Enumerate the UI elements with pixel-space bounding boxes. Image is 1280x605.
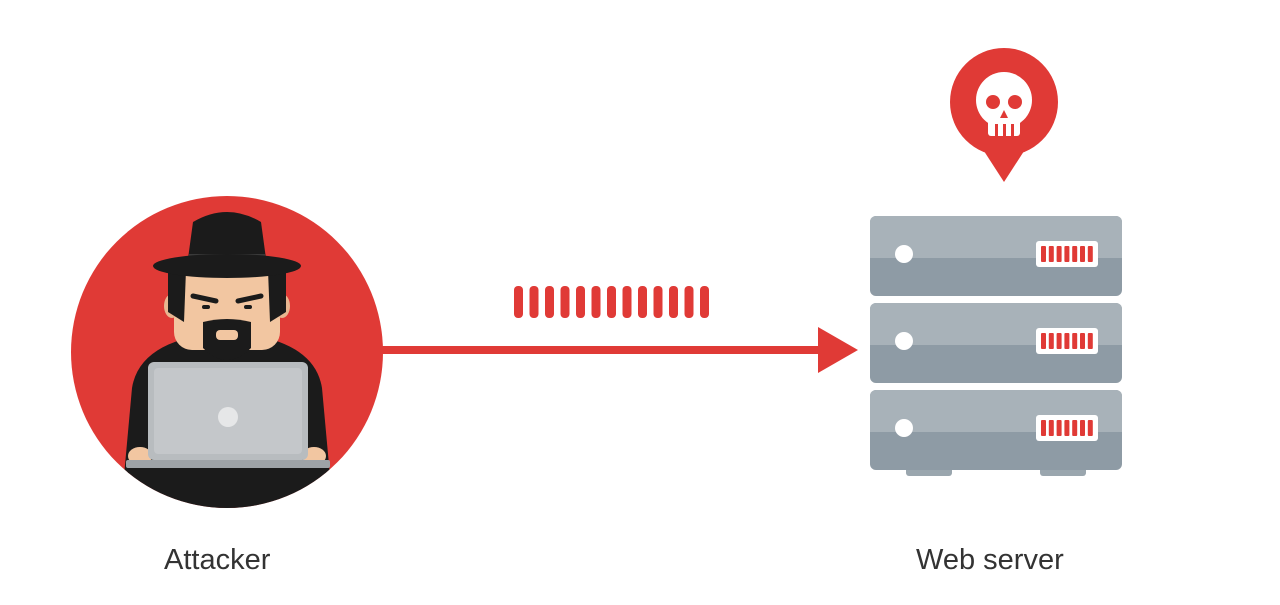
attacker-hat-crown <box>187 212 267 266</box>
request-packet <box>638 286 647 318</box>
request-packets <box>514 286 709 318</box>
request-packet <box>653 286 663 318</box>
attacker-face <box>174 268 280 350</box>
request-packet <box>576 286 585 318</box>
server-unit <box>870 390 1122 470</box>
server-status-panel <box>1036 328 1098 354</box>
server-rack-icon <box>870 216 1122 476</box>
request-packet <box>607 286 616 318</box>
server-unit <box>870 216 1122 296</box>
server-status-panel <box>1036 241 1098 267</box>
laptop-logo <box>218 407 238 427</box>
server-led <box>895 245 913 263</box>
attack-arrow <box>382 327 858 373</box>
skull-pin-icon <box>950 48 1058 182</box>
server-unit <box>870 303 1122 383</box>
hacker-with-laptop-icon <box>71 196 383 508</box>
attacker-hat-brim <box>153 254 301 278</box>
request-packet <box>700 286 709 318</box>
request-packet <box>514 286 523 318</box>
request-packet <box>560 286 570 318</box>
server-led <box>895 332 913 350</box>
laptop-base <box>126 460 330 468</box>
request-packet <box>545 286 554 318</box>
request-packet <box>622 286 632 318</box>
arrow-shaft <box>382 346 826 354</box>
server-status-panel <box>1036 415 1098 441</box>
request-packet <box>591 286 601 318</box>
request-packet <box>669 286 678 318</box>
arrow-head <box>818 327 858 373</box>
server-led <box>895 419 913 437</box>
web-server-label: Web server <box>916 544 1064 576</box>
request-packet <box>684 286 694 318</box>
attacker-label: Attacker <box>164 544 271 576</box>
request-packet <box>529 286 539 318</box>
